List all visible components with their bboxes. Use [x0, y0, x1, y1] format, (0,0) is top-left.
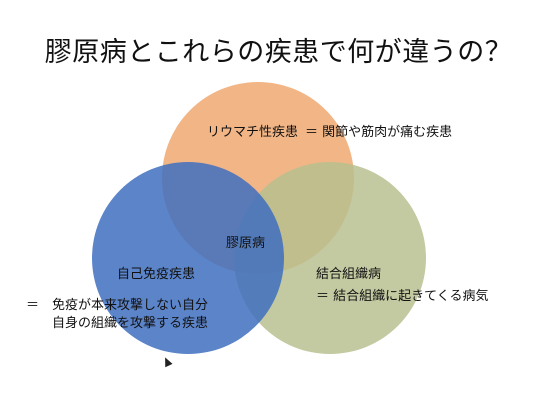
connective-description: ＝ 結合組織に起きてくる病気: [316, 289, 489, 304]
autoimmune-label: 自己免疫疾患: [117, 267, 196, 282]
autoimmune-description-line2: 自身の組織を攻撃する疾患: [52, 316, 209, 331]
overlap-label: 膠原病: [226, 236, 266, 251]
rheumatic-description: ＝ 関節や筋肉が痛む疾患: [305, 125, 453, 140]
rheumatic-label: リウマチ性疾患: [207, 125, 299, 140]
connective-label: 結合組織病: [316, 267, 382, 282]
circle-autoimmune: [92, 162, 284, 354]
slide-title: 膠原病とこれらの疾患で何が違うの？: [44, 37, 513, 68]
autoimmune-description-line1: ＝ 免疫が本来攻撃しない自分: [26, 298, 209, 313]
circle-connective: [234, 162, 426, 354]
